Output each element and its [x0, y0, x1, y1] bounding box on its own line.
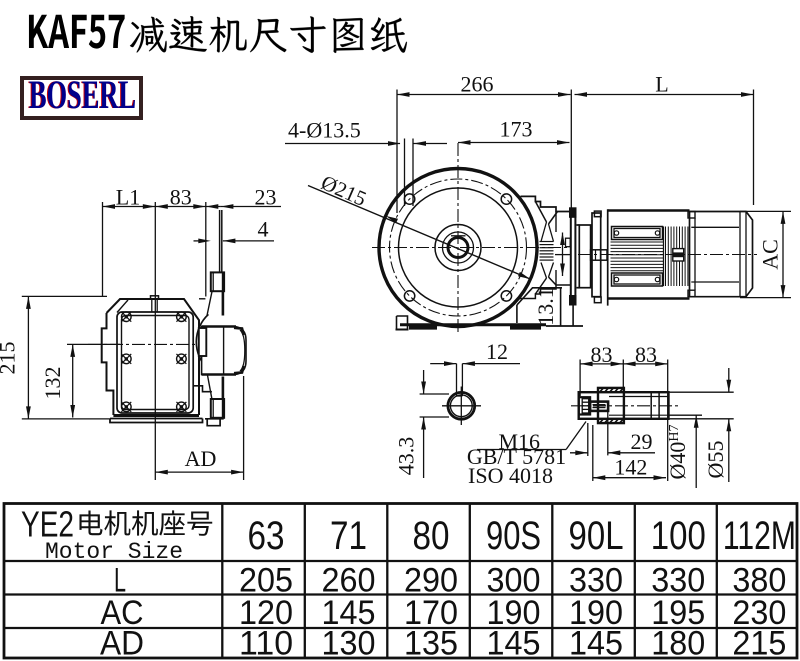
svg-text:260: 260	[322, 562, 376, 600]
svg-text:330: 330	[651, 562, 705, 600]
svg-text:145: 145	[322, 594, 376, 632]
svg-text:100: 100	[651, 514, 706, 558]
svg-text:230: 230	[732, 594, 786, 632]
svg-text:112M: 112M	[723, 514, 796, 558]
svg-text:AD: AD	[100, 625, 144, 661]
svg-text:266: 266	[461, 72, 494, 97]
svg-text:135: 135	[404, 625, 458, 661]
svg-text:L: L	[655, 72, 668, 97]
svg-text:110: 110	[239, 625, 293, 661]
svg-text:Ø215: Ø215	[318, 170, 370, 211]
svg-text:13.1: 13.1	[533, 287, 558, 326]
svg-text:190: 190	[487, 594, 541, 632]
svg-text:90S: 90S	[486, 514, 541, 558]
svg-text:380: 380	[732, 562, 786, 600]
svg-text:290: 290	[404, 562, 458, 600]
svg-text:83: 83	[591, 342, 613, 367]
svg-text:ISO 4018: ISO 4018	[468, 463, 553, 488]
svg-text:Ø55: Ø55	[703, 441, 728, 479]
svg-text:Motor Size: Motor Size	[45, 539, 183, 565]
svg-text:142: 142	[614, 455, 647, 480]
svg-text:83: 83	[170, 185, 192, 210]
svg-text:71: 71	[330, 514, 367, 558]
svg-text:190: 190	[569, 594, 623, 632]
svg-text:215: 215	[732, 625, 786, 661]
svg-text:4-Ø13.5: 4-Ø13.5	[288, 118, 361, 143]
svg-text:130: 130	[322, 625, 376, 661]
svg-text:L: L	[114, 562, 126, 600]
svg-text:29: 29	[631, 429, 653, 454]
svg-text:195: 195	[651, 594, 705, 632]
svg-text:215: 215	[0, 342, 20, 375]
svg-text:AC: AC	[758, 239, 783, 270]
svg-text:90L: 90L	[569, 514, 624, 558]
svg-text:120: 120	[239, 594, 293, 632]
svg-text:170: 170	[404, 594, 458, 632]
svg-text:L1: L1	[116, 185, 140, 210]
svg-text:63: 63	[248, 514, 285, 558]
svg-text:132: 132	[40, 367, 65, 400]
svg-text:23: 23	[255, 185, 277, 210]
svg-text:205: 205	[239, 562, 293, 600]
svg-text:173: 173	[500, 117, 533, 142]
svg-text:180: 180	[651, 625, 705, 661]
svg-text:YE2: YE2	[21, 504, 74, 545]
svg-text:300: 300	[487, 562, 541, 600]
svg-text:4: 4	[258, 216, 269, 241]
svg-text:80: 80	[413, 514, 450, 558]
svg-text:Ø40H7: Ø40H7	[665, 424, 690, 479]
svg-text:AD: AD	[185, 446, 217, 471]
svg-text:43.3: 43.3	[394, 437, 419, 476]
svg-text:330: 330	[569, 562, 623, 600]
svg-text:145: 145	[569, 625, 623, 661]
svg-text:145: 145	[487, 625, 541, 661]
svg-text:12: 12	[486, 339, 508, 364]
svg-text:83: 83	[635, 342, 657, 367]
svg-text:AC: AC	[101, 594, 144, 632]
svg-text:GB/T 5781: GB/T 5781	[467, 444, 566, 469]
